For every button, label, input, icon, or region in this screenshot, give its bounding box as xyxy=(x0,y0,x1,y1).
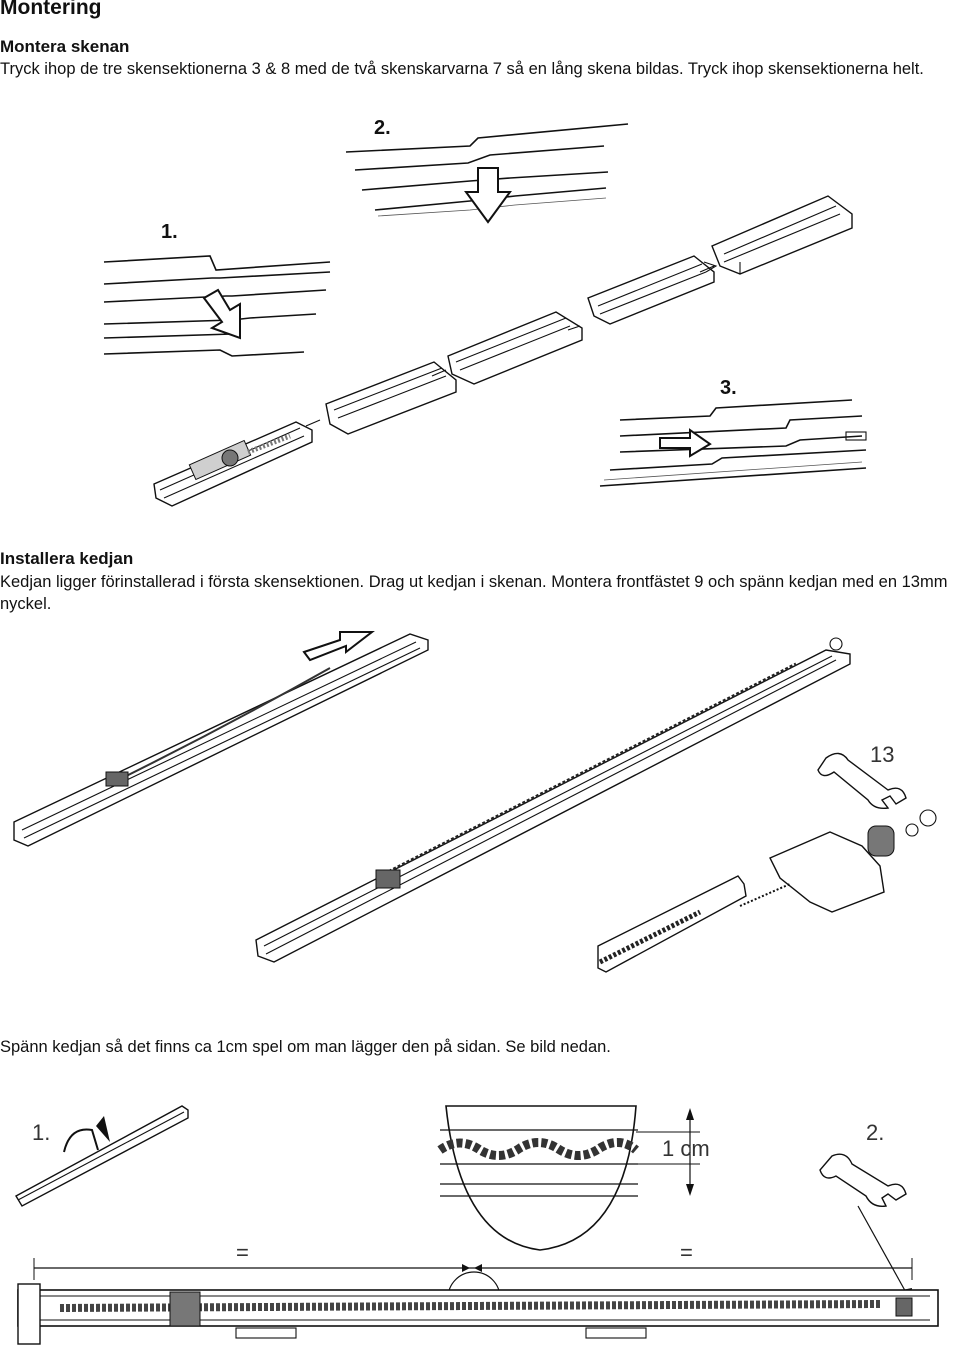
step-1-detail: 1. xyxy=(103,221,331,357)
rail-sections xyxy=(153,195,853,507)
tension-instructions: Spänn kedjan så det finns ca 1cm spel om… xyxy=(0,1038,611,1056)
step-3-label: 3. xyxy=(720,377,737,399)
chain-heading: Installera kedjan xyxy=(0,549,134,568)
push-arrow-icon xyxy=(464,167,512,224)
rail-heading: Montera skenan xyxy=(0,37,130,56)
push-arrow-icon xyxy=(659,428,712,458)
tension-step-1: 1. xyxy=(15,1105,189,1207)
step-2-detail: 2. xyxy=(345,117,629,224)
full-rail-side-view: = = xyxy=(17,1240,939,1345)
rail-assembly-figure: 2. 1. xyxy=(103,117,867,507)
tension-step-2-label: 2. xyxy=(866,1120,884,1145)
rotate-arrow-icon xyxy=(63,1128,99,1153)
chain-install-figure: 13 xyxy=(13,631,937,973)
wrench-icon xyxy=(819,1153,907,1207)
wrench-size-label: 13 xyxy=(870,742,894,767)
upper-rail xyxy=(13,631,429,847)
wrench-icon xyxy=(817,752,907,810)
tension-step-2: 2. xyxy=(819,1120,912,1302)
page-title: Montering xyxy=(0,0,102,19)
carriage xyxy=(169,1291,201,1327)
pull-arrow-icon xyxy=(302,631,375,662)
spacer-roller xyxy=(867,825,895,857)
step-2-label: 2. xyxy=(374,117,391,139)
carriage xyxy=(105,771,129,787)
lower-rail xyxy=(255,637,851,963)
step-3-detail: 3. xyxy=(599,377,867,487)
magnified-chain-detail: 1 cm xyxy=(437,1105,710,1251)
measure-label: 1 cm xyxy=(662,1136,710,1161)
equal-left-label: = xyxy=(236,1240,249,1265)
carriage xyxy=(221,449,239,467)
carriage xyxy=(375,869,401,889)
front-bracket-detail: 13 xyxy=(597,742,937,973)
push-arrow-icon xyxy=(202,288,241,340)
chain-instructions: Kedjan ligger förinstallerad i första sk… xyxy=(0,573,948,613)
equal-right-label: = xyxy=(680,1240,693,1265)
step-1-label: 1. xyxy=(161,221,178,243)
tension-step-1-label: 1. xyxy=(32,1120,50,1145)
rail-instructions: Tryck ihop de tre skensektionerna 3 & 8 … xyxy=(0,60,924,78)
